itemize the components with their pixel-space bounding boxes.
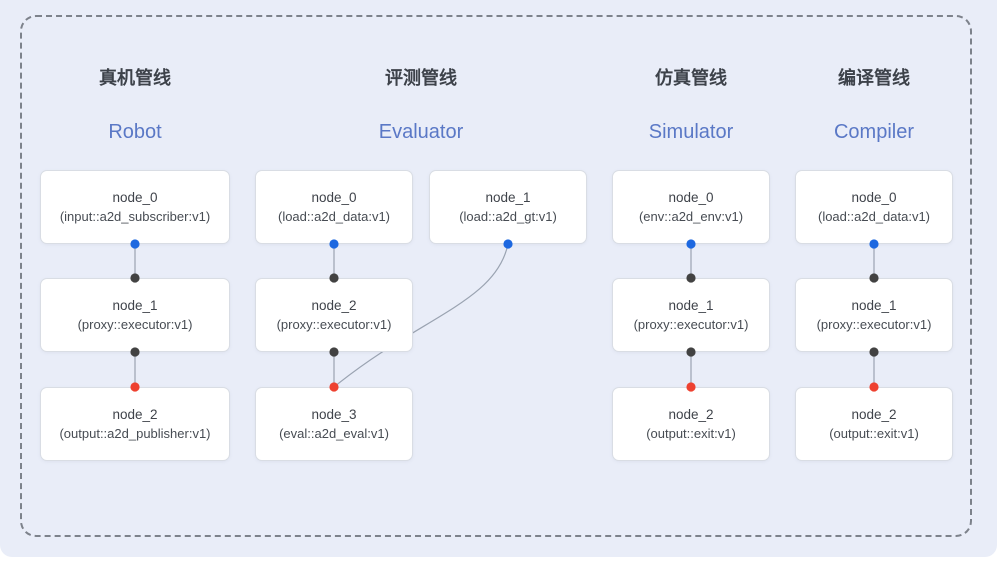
port-out-black-eval-node-2[interactable]: [329, 347, 339, 357]
node-detail: (input::a2d_subscriber:v1): [59, 208, 211, 224]
node-box-eval-node-2[interactable]: node_2(proxy::executor:v1): [255, 278, 413, 352]
node-detail: (output::exit:v1): [646, 425, 736, 441]
node-label: node_1: [485, 190, 531, 206]
node-box-robot-node-1[interactable]: node_1(proxy::executor:v1): [40, 278, 230, 352]
pipeline-title-en-compiler: Compiler: [833, 121, 915, 143]
node-detail: (load::a2d_data:v1): [817, 208, 931, 224]
node-label: node_0: [112, 190, 158, 206]
node-box-sim-node-0[interactable]: node_0(env::a2d_env:v1): [612, 170, 770, 244]
node-box-sim-node-1[interactable]: node_1(proxy::executor:v1): [612, 278, 770, 352]
node-label: node_2: [112, 407, 158, 423]
port-in-red-sim-node-2[interactable]: [686, 382, 696, 392]
port-out-black-comp-node-1[interactable]: [869, 347, 879, 357]
node-detail: (load::a2d_data:v1): [277, 208, 391, 224]
port-in-red-comp-node-2[interactable]: [869, 382, 879, 392]
node-box-eval-node-3[interactable]: node_3(eval::a2d_eval:v1): [255, 387, 413, 461]
node-box-robot-node-2[interactable]: node_2(output::a2d_publisher:v1): [40, 387, 230, 461]
port-out-blue-sim-node-0[interactable]: [686, 239, 696, 249]
node-label: node_1: [668, 298, 714, 314]
port-in-red-robot-node-2[interactable]: [130, 382, 140, 392]
port-in-black-sim-node-1[interactable]: [686, 273, 696, 283]
pipeline-title-zh-simulator: 仿真管线: [655, 68, 727, 88]
port-out-black-sim-node-1[interactable]: [686, 347, 696, 357]
node-detail: (proxy::executor:v1): [77, 316, 193, 332]
node-detail: (eval::a2d_eval:v1): [279, 425, 389, 441]
node-detail: (proxy::executor:v1): [633, 316, 749, 332]
pipeline-title-zh-compiler: 编译管线: [838, 68, 910, 88]
node-label: node_2: [851, 407, 897, 423]
node-detail: (proxy::executor:v1): [816, 316, 932, 332]
port-out-blue-eval-node-0[interactable]: [329, 239, 339, 249]
node-detail: (output::exit:v1): [829, 425, 919, 441]
node-label: node_1: [851, 298, 897, 314]
node-detail: (load::a2d_gt:v1): [459, 208, 557, 224]
node-detail: (output::a2d_publisher:v1): [59, 425, 211, 441]
pipeline-title-zh-robot: 真机管线: [99, 68, 171, 88]
node-box-eval-node-1[interactable]: node_1(load::a2d_gt:v1): [429, 170, 587, 244]
node-label: node_0: [311, 190, 357, 206]
pipeline-title-zh-evaluator: 评测管线: [385, 68, 457, 88]
node-detail: (env::a2d_env:v1): [638, 208, 744, 224]
node-box-eval-node-0[interactable]: node_0(load::a2d_data:v1): [255, 170, 413, 244]
node-label: node_2: [311, 298, 357, 314]
port-in-black-robot-node-1[interactable]: [130, 273, 140, 283]
node-box-comp-node-1[interactable]: node_1(proxy::executor:v1): [795, 278, 953, 352]
pipeline-title-en-robot: Robot: [108, 121, 162, 143]
dashed-border-frame: [20, 15, 972, 537]
node-label: node_3: [311, 407, 357, 423]
pipeline-title-en-simulator: Simulator: [648, 121, 734, 143]
port-in-black-comp-node-1[interactable]: [869, 273, 879, 283]
port-in-black-eval-node-2[interactable]: [329, 273, 339, 283]
node-label: node_2: [668, 407, 714, 423]
port-out-blue-eval-node-1[interactable]: [503, 239, 513, 249]
port-out-blue-comp-node-0[interactable]: [869, 239, 879, 249]
node-label: node_0: [851, 190, 897, 206]
node-label: node_1: [112, 298, 158, 314]
port-out-blue-robot-node-0[interactable]: [130, 239, 140, 249]
port-in-red-eval-node-3[interactable]: [329, 382, 339, 392]
node-label: node_0: [668, 190, 714, 206]
node-box-robot-node-0[interactable]: node_0(input::a2d_subscriber:v1): [40, 170, 230, 244]
node-box-comp-node-2[interactable]: node_2(output::exit:v1): [795, 387, 953, 461]
pipeline-title-en-evaluator: Evaluator: [378, 121, 464, 143]
port-out-black-robot-node-1[interactable]: [130, 347, 140, 357]
node-box-comp-node-0[interactable]: node_0(load::a2d_data:v1): [795, 170, 953, 244]
node-box-sim-node-2[interactable]: node_2(output::exit:v1): [612, 387, 770, 461]
node-detail: (proxy::executor:v1): [276, 316, 392, 332]
